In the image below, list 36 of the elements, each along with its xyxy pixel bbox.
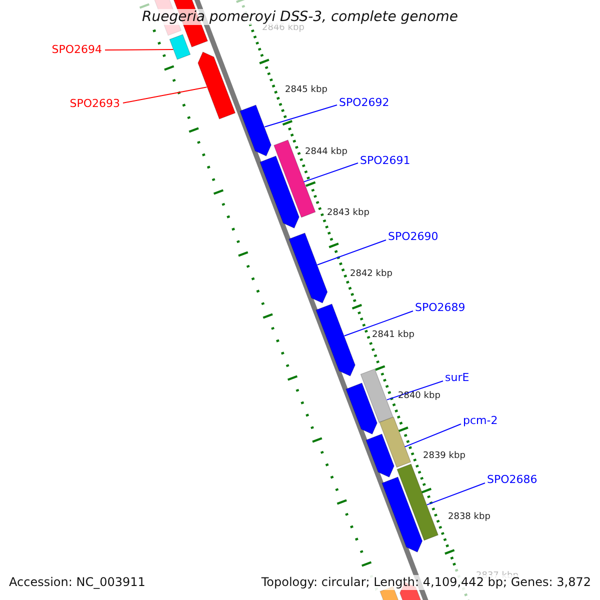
scale-label: 2843 kbp <box>327 208 370 219</box>
gene-label: SPO2692 <box>339 96 390 109</box>
scale-label: 2841 kbp <box>372 330 414 341</box>
gene-block <box>289 232 328 303</box>
gene-label: SPO2690 <box>388 230 438 243</box>
leader-line <box>386 380 444 400</box>
gene-label: surE <box>445 371 470 384</box>
gene-block <box>240 104 272 156</box>
leader-line <box>316 240 386 266</box>
gene-label: SPO2689 <box>415 301 466 314</box>
gene-block <box>198 52 235 120</box>
gene-label: pcm-2 <box>463 414 498 427</box>
scale-label: 2839 kbp <box>423 451 466 462</box>
scale-label: 2842 kbp <box>350 269 392 280</box>
accession-text: Accession: NC_003911 <box>9 575 146 590</box>
scale-label: 2846 kbp <box>262 23 304 34</box>
gene-block <box>316 304 356 376</box>
scale-label: 2840 kbp <box>398 391 440 402</box>
leader-line <box>104 49 174 50</box>
leader-line <box>264 104 338 128</box>
scale-label: 2838 kbp <box>448 512 490 523</box>
gene-drawing <box>382 464 438 552</box>
gene-label: SPO2694 <box>52 43 102 56</box>
leader-line <box>344 310 414 336</box>
gene-drawing <box>346 368 394 434</box>
leader-line <box>122 86 208 104</box>
gene-label: SPO2691 <box>360 154 410 167</box>
gene-drawing <box>366 416 411 477</box>
scale-label: 2844 kbp <box>305 147 348 158</box>
leader-line <box>303 162 358 182</box>
gene-label: SPO2693 <box>70 97 120 110</box>
map-title: Ruegeria pomeroyi DSS-3, complete genome <box>142 9 458 25</box>
leader-line <box>404 424 462 448</box>
scale-label: 2845 kbp <box>285 85 328 96</box>
gene-label: SPO2686 <box>487 473 538 486</box>
leader-line <box>426 482 486 506</box>
